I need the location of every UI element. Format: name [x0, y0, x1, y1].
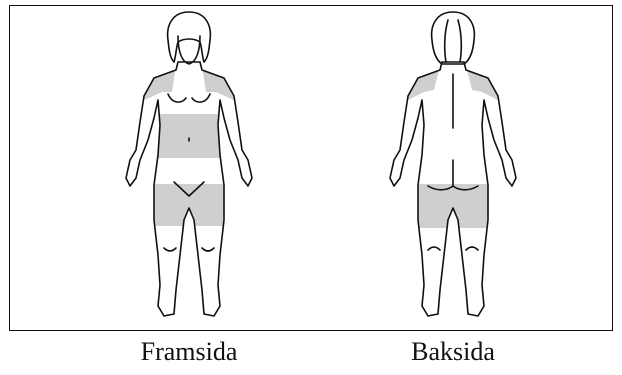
front-outline	[126, 12, 252, 316]
front-thigh-zone	[144, 184, 234, 226]
front-view-label: Framsida	[109, 336, 269, 367]
back-body-figure	[378, 10, 528, 326]
back-outline	[390, 12, 516, 316]
back-view-label: Baksida	[373, 336, 533, 367]
back-thigh-zone	[408, 184, 498, 228]
front-abdomen-zone	[154, 114, 224, 158]
front-body-figure	[114, 10, 264, 326]
